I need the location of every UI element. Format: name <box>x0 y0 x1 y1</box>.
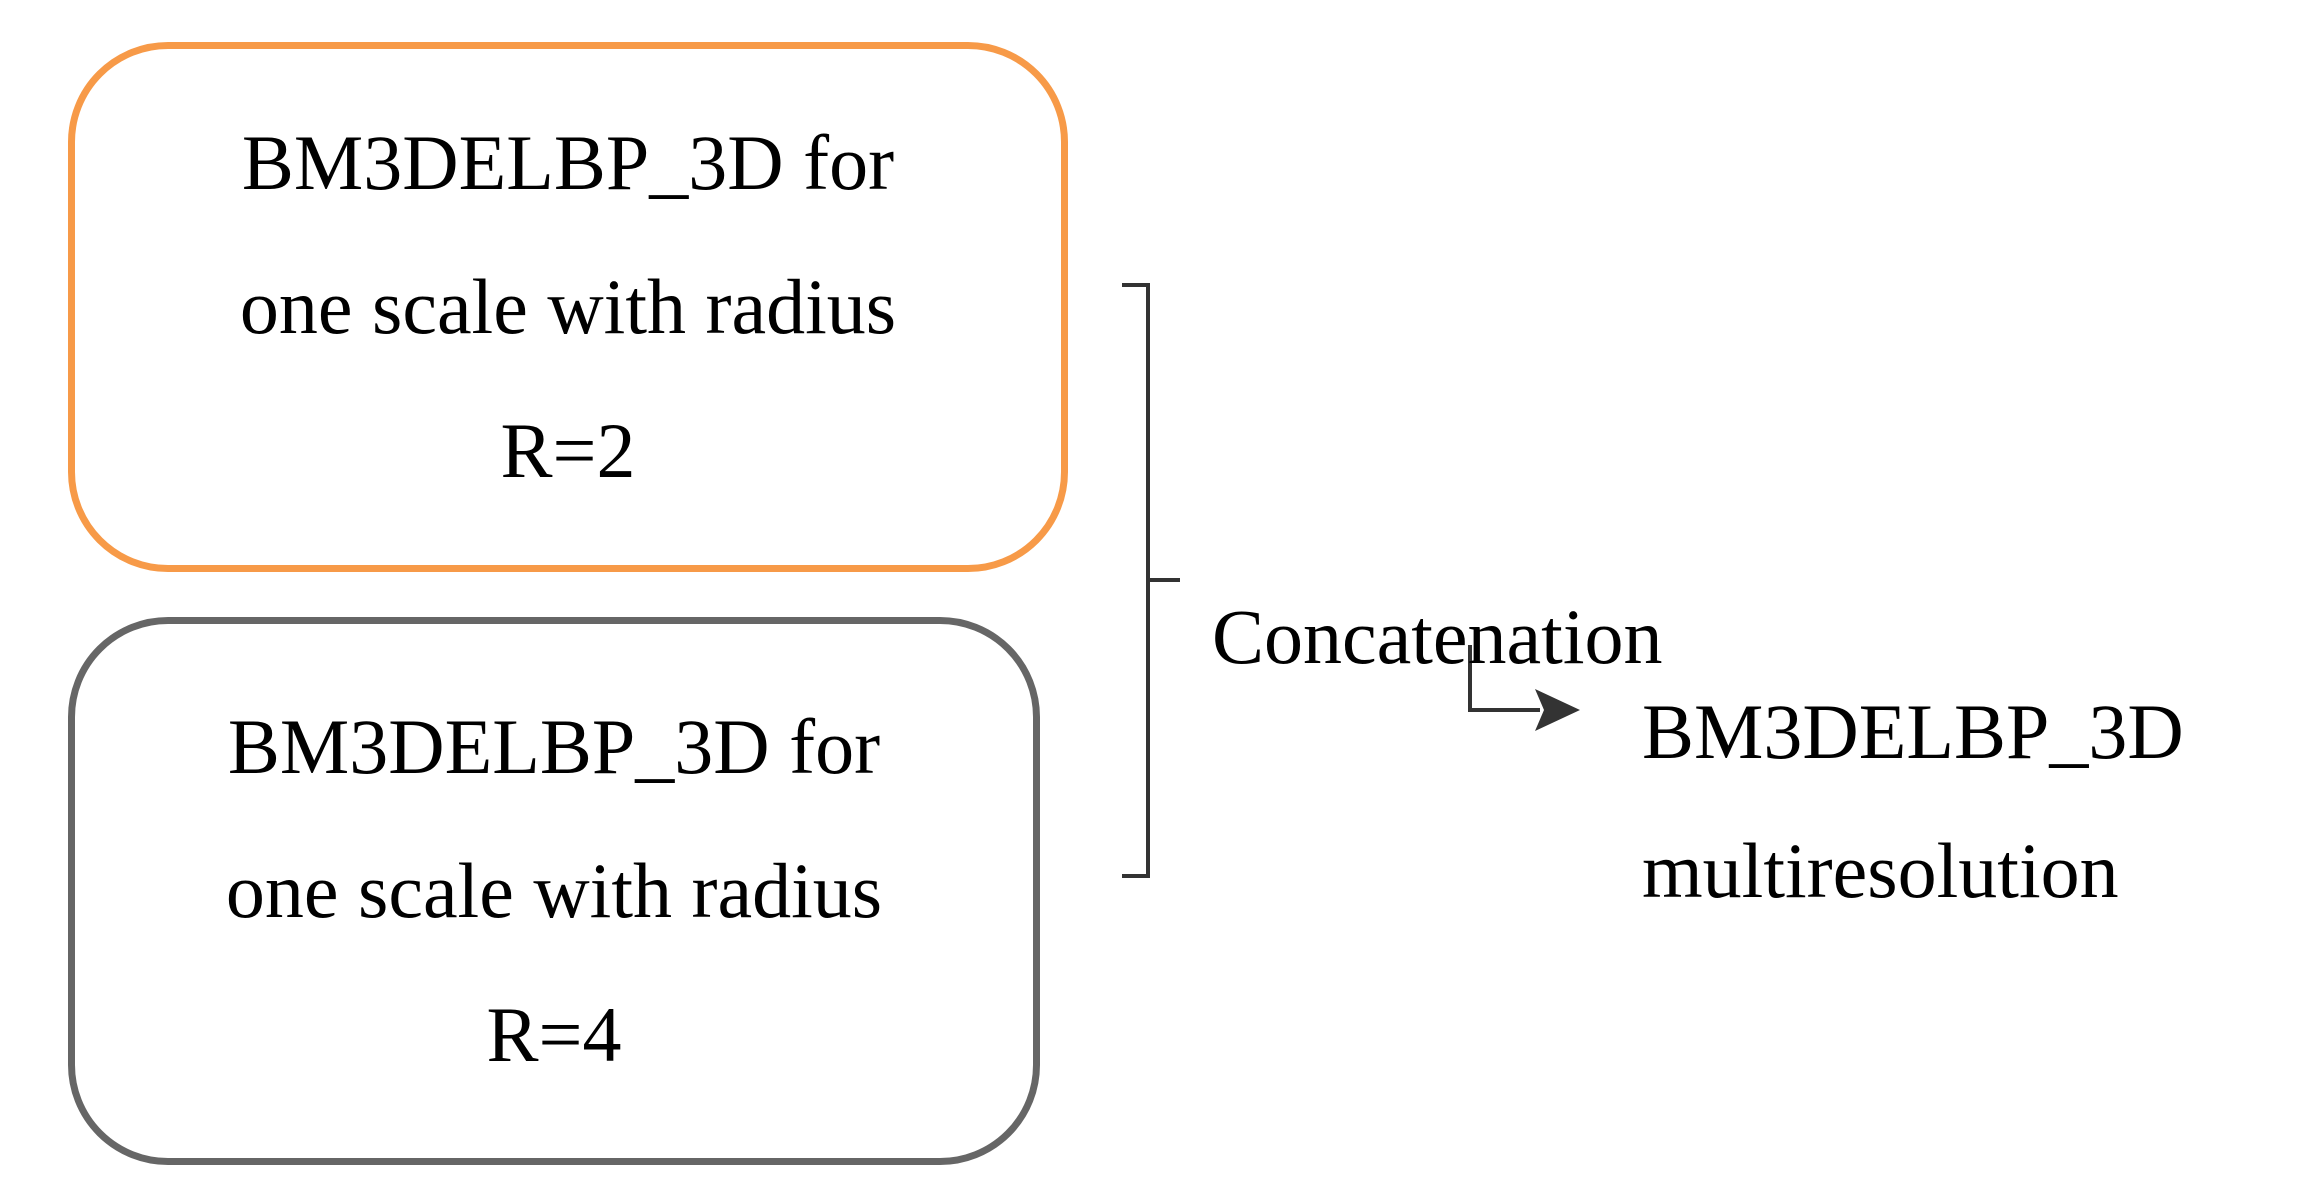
scale-r4-line-2: one scale with radius <box>225 847 883 934</box>
scale-r4-box: BM3DELBP_3D for one scale with radius R=… <box>68 617 1040 1165</box>
scale-r2-line-3: R=2 <box>500 407 636 494</box>
scale-r2-line-2: one scale with radius <box>239 263 897 350</box>
scale-r4-line-3: R=4 <box>486 991 622 1078</box>
result-label-line-2: multiresolution <box>1642 827 2119 914</box>
concatenation-arrow-head <box>1535 689 1580 731</box>
concatenation-arrow-line <box>1468 645 1540 712</box>
result-label-line-1: BM3DELBP_3D <box>1642 688 2184 775</box>
scale-r2-line-1: BM3DELBP_3D for <box>241 119 895 206</box>
scale-r4-line-1: BM3DELBP_3D for <box>227 703 881 790</box>
concatenation-bracket <box>1122 283 1180 878</box>
scale-r2-box: BM3DELBP_3D for one scale with radius R=… <box>68 42 1068 572</box>
concatenation-label: Concatenation <box>1212 593 1663 680</box>
